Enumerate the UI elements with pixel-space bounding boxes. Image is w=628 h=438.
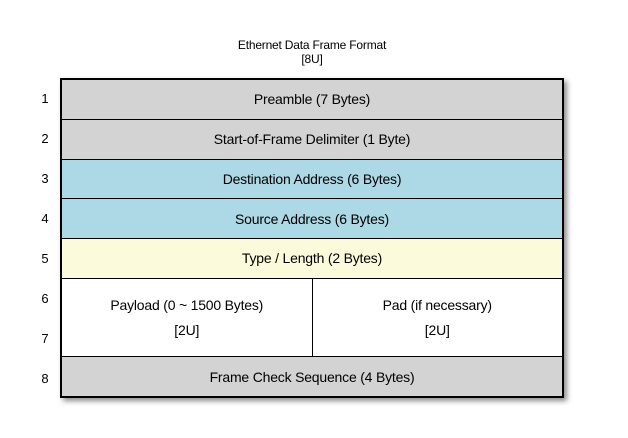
row-number-8: 8 [41,370,49,386]
row-fcs-label: Frame Check Sequence (4 Bytes) [209,368,415,385]
row-source-address-label: Source Address (6 Bytes) [235,210,389,227]
frame-format-table: Preamble (7 Bytes) Start-of-Frame Delimi… [60,78,564,398]
row-number-5: 5 [41,250,49,266]
diagram-unit-label: [8U] [301,52,323,66]
row-destination-address-label: Destination Address (6 Bytes) [222,170,402,187]
row-source-address: Source Address (6 Bytes) [62,199,562,239]
diagram-title: Ethernet Data Frame Format [237,38,387,52]
cell-payload-label: Payload (0 ~ 1500 Bytes) [110,297,264,313]
row-number-1: 1 [41,90,49,106]
cell-payload-unit: [2U] [174,322,200,338]
row-fcs: Frame Check Sequence (4 Bytes) [62,357,562,396]
cell-pad-label: Pad (if necessary) [382,297,492,313]
cell-pad-unit: [2U] [424,322,450,338]
row-preamble-label: Preamble (7 Bytes) [253,91,371,108]
row-payload-pad: Payload (0 ~ 1500 Bytes) [2U] Pad (if ne… [62,278,562,358]
row-preamble: Preamble (7 Bytes) [62,80,562,120]
row-sfd: Start-of-Frame Delimiter (1 Byte) [62,119,562,160]
row-type-length: Type / Length (2 Bytes) [62,239,562,279]
cell-pad: Pad (if necessary) [2U] [312,278,562,357]
row-number-7: 7 [41,330,49,346]
row-number-column: 1 2 3 4 5 6 7 8 [34,78,56,398]
row-type-length-label: Type / Length (2 Bytes) [241,250,383,267]
row-number-6: 6 [41,290,49,306]
cell-payload: Payload (0 ~ 1500 Bytes) [2U] [62,278,313,357]
row-number-2: 2 [41,130,49,146]
row-number-4: 4 [41,210,49,226]
row-destination-address: Destination Address (6 Bytes) [62,159,562,200]
row-number-3: 3 [41,170,49,186]
row-sfd-label: Start-of-Frame Delimiter (1 Byte) [213,131,411,148]
diagram-title-block: Ethernet Data Frame Format [8U] [60,38,564,66]
